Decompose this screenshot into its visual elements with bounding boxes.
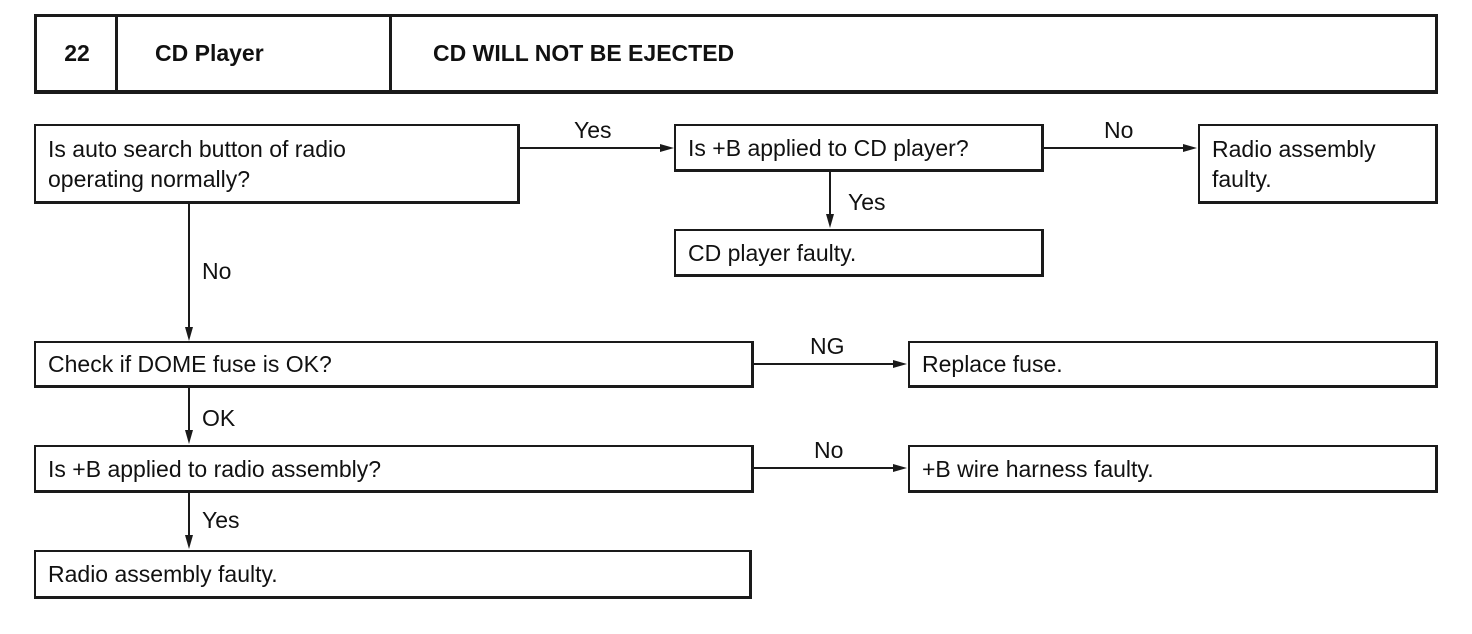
edge-label-no: No: [814, 437, 844, 463]
arrow-down-icon: [185, 327, 193, 341]
node-replace-fuse: Replace fuse.: [908, 341, 1438, 388]
header-divider: [389, 17, 392, 90]
header-divider: [115, 17, 118, 90]
arrow-down-icon: [826, 214, 834, 228]
arrow-down-icon: [185, 430, 193, 444]
node-b-radio: Is +B applied to radio assembly?: [34, 445, 754, 493]
node-auto-search: Is auto search button of radio operating…: [34, 124, 520, 204]
node-cd-player-faulty: CD player faulty.: [674, 229, 1044, 277]
edge-label-ng: NG: [810, 333, 845, 359]
edge-label-yes: Yes: [202, 507, 240, 533]
node-dome-fuse: Check if DOME fuse is OK?: [34, 341, 754, 388]
edge-label-no: No: [1104, 117, 1134, 143]
connector-auto-search-yes: [520, 147, 662, 149]
node-b-cd-player: Is +B applied to CD player?: [674, 124, 1044, 172]
connector-b-radio-yes: [188, 493, 190, 537]
connector-dome-fuse-ok: [188, 388, 190, 432]
node-b-harness: +B wire harness faulty.: [908, 445, 1438, 493]
edge-label-yes: Yes: [574, 117, 612, 143]
arrow-down-icon: [185, 535, 193, 549]
connector-b-cd-player-yes: [829, 172, 831, 216]
connector-dome-fuse-ng: [754, 363, 895, 365]
edge-label-ok: OK: [202, 405, 236, 431]
connector-auto-search-no: [188, 204, 190, 329]
procedure-title: CD WILL NOT BE EJECTED: [433, 40, 735, 66]
arrow-right-icon: [893, 464, 907, 472]
node-radio-faulty-bottom: Radio assembly faulty.: [34, 550, 752, 599]
arrow-right-icon: [893, 360, 907, 368]
procedure-header: 22 CD Player CD WILL NOT BE EJECTED: [34, 14, 1438, 94]
connector-b-radio-no: [754, 467, 895, 469]
node-radio-faulty-top: Radio assembly faulty.: [1198, 124, 1438, 204]
connector-b-cd-player-no: [1044, 147, 1185, 149]
procedure-number: 22: [64, 40, 90, 66]
arrow-right-icon: [1183, 144, 1197, 152]
arrow-right-icon: [660, 144, 674, 152]
edge-label-yes: Yes: [848, 189, 886, 215]
edge-label-no: No: [202, 258, 232, 284]
procedure-category: CD Player: [155, 40, 264, 66]
